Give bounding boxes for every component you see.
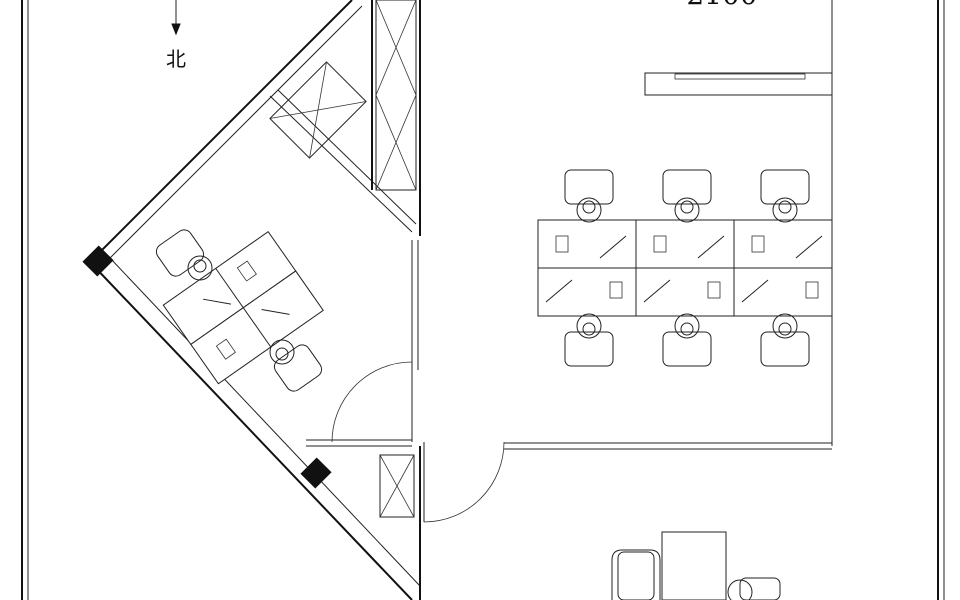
chair-bottom-2 bbox=[662, 313, 712, 367]
chair-top-2 bbox=[662, 169, 712, 223]
desk-equipment-top bbox=[555, 235, 823, 259]
chair-angled-1 bbox=[155, 229, 213, 281]
partition-walls bbox=[306, 0, 832, 600]
angled-office-walls bbox=[82, 0, 421, 600]
column-upper bbox=[82, 245, 114, 277]
workstation-cluster bbox=[537, 169, 833, 367]
column-lower bbox=[300, 457, 332, 489]
office-chair-right bbox=[727, 577, 781, 600]
chair-bottom-3 bbox=[760, 313, 810, 367]
chair-top-3 bbox=[760, 169, 810, 223]
wall-counter bbox=[644, 72, 833, 96]
chair-top-1 bbox=[564, 169, 614, 223]
dimension-label: 2100 bbox=[686, 0, 757, 11]
desk-equipment-bottom bbox=[545, 279, 819, 303]
door-swings bbox=[331, 361, 505, 523]
angled-office-furniture bbox=[155, 229, 324, 392]
north-label: 北 bbox=[166, 47, 186, 71]
armchair-left bbox=[611, 549, 661, 600]
storage-cabinets bbox=[269, 0, 417, 518]
lower-room-furniture bbox=[611, 531, 781, 600]
chair-bottom-1 bbox=[564, 313, 614, 367]
chair-angled-2 bbox=[269, 339, 323, 392]
north-arrow-icon bbox=[171, 0, 181, 36]
